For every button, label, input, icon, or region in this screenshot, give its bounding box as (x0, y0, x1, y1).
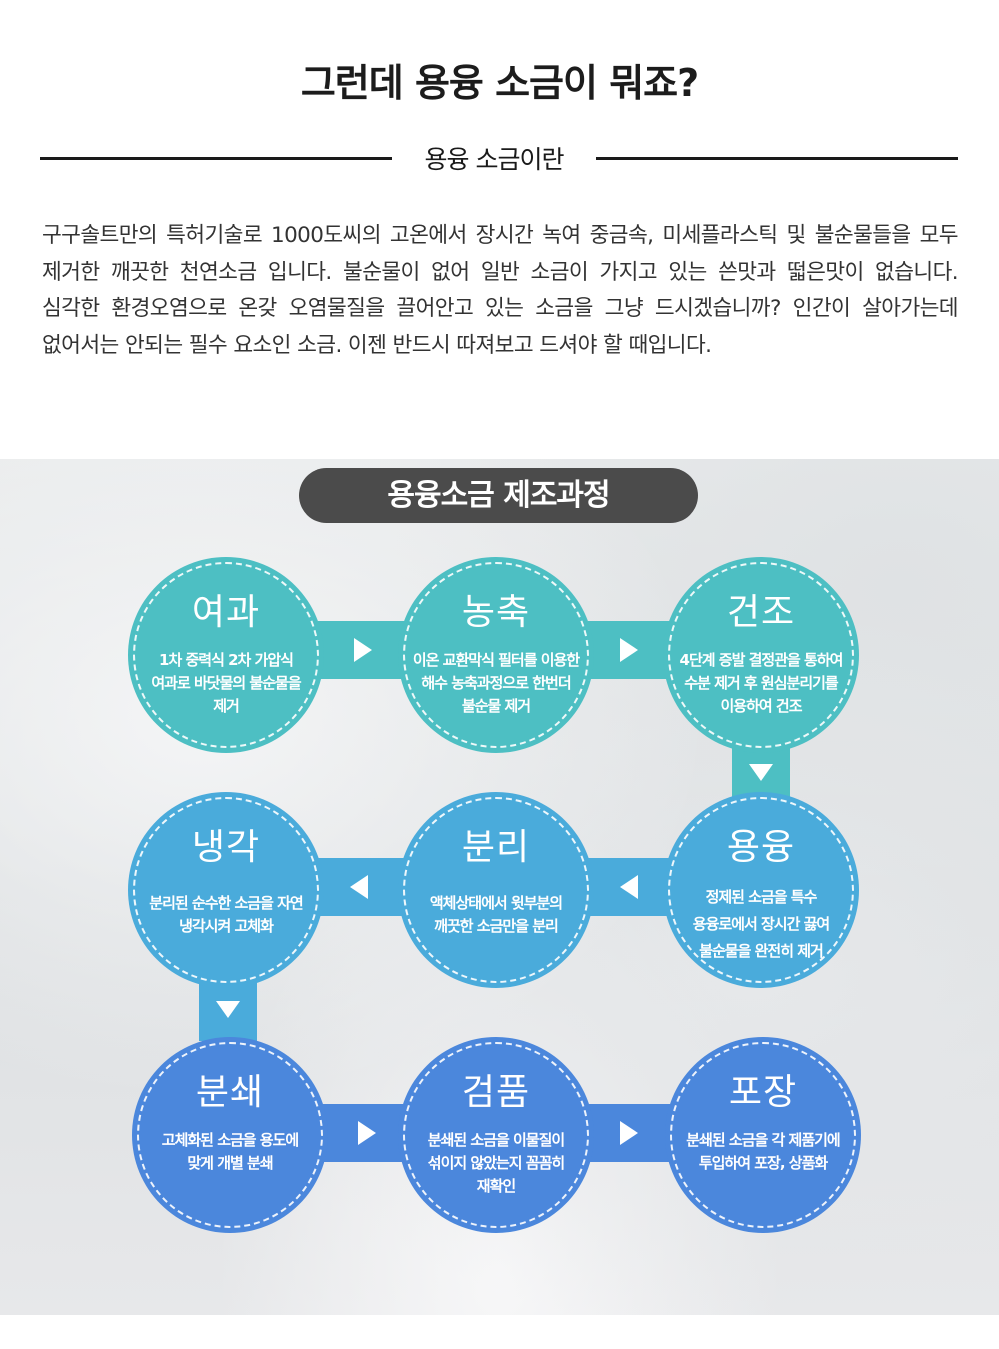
connector-6-7 (199, 981, 257, 1041)
divider-right (596, 157, 958, 160)
section-subtitle: 용융 소금이란 (424, 145, 565, 174)
arrow-left-icon (620, 875, 638, 899)
divider-left (40, 157, 392, 160)
step-filtration: 여과 1차 중력식 2차 가압식 여과로 바닷물의 불순물을 제거 (128, 557, 324, 753)
arrow-right-icon (354, 638, 372, 662)
step-description: 분리된 순수한 소금을 자연 냉각시켜 고체화 (149, 894, 303, 935)
process-section: 용융소금 제조과정 여과 1차 중력식 2차 가압식 여과로 바닷물의 불순물을… (0, 459, 999, 1315)
section-subtitle-row: 용융 소금이란 (40, 140, 958, 176)
connector-1-2 (318, 621, 408, 679)
step-concentration: 농축 이온 교환막식 필터를 이용한 해수 농축과정으로 한번더 불순물 제거 (398, 557, 594, 753)
step-packaging: 포장 분쇄된 소금을 각 제품기에 투입하여 포장, 상품화 (665, 1037, 861, 1233)
arrow-right-icon (358, 1121, 376, 1145)
step-description: 1차 중력식 2차 가압식 여과로 바닷물의 불순물을 제거 (151, 651, 301, 715)
step-cooling: 냉각 분리된 순수한 소금을 자연 냉각시켜 고체화 (128, 792, 324, 988)
connector-2-3 (588, 621, 676, 679)
step-title: 분리 (461, 827, 531, 868)
step-title: 포장 (728, 1072, 798, 1113)
step-title: 농축 (461, 592, 531, 633)
arrow-left-icon (350, 875, 368, 899)
step-crushing: 분쇄 고체화된 소금을 용도에 맞게 개별 분쇄 (132, 1037, 328, 1233)
process-title: 용융소금 제조과정 (299, 468, 698, 523)
description-paragraph: 구구솔트만의 특허기술로 1000도씨의 고온에서 장시간 녹여 중금속, 미세… (42, 223, 959, 358)
arrow-right-icon (620, 638, 638, 662)
step-description: 액체상태에서 윗부분의 깨끗한 소금만을 분리 (429, 894, 563, 935)
connector-8-9 (588, 1104, 676, 1162)
step-description: 이온 교환막식 필터를 이용한 해수 농축과정으로 한번더 불순물 제거 (412, 651, 580, 715)
step-description: 분쇄된 소금을 이물질이 섞이지 않았는지 꼼꼼히 재확인 (427, 1131, 565, 1195)
step-description: 고체화된 소금을 용도에 맞게 개별 분쇄 (161, 1131, 299, 1172)
step-title: 여과 (191, 592, 261, 633)
step-title: 건조 (726, 592, 796, 633)
step-description: 정제된 소금을 특수 용융로에서 장시간 끓여 불순물을 완전히 제거 (692, 888, 830, 960)
step-title: 용융 (726, 827, 796, 868)
step-drying: 건조 4단계 증발 결정관을 통하여 수분 제거 후 원심분리기를 이용하여 건… (663, 557, 859, 753)
connector-7-8 (318, 1104, 408, 1162)
arrow-right-icon (620, 1121, 638, 1145)
connector-4-5 (588, 858, 676, 916)
step-inspection: 검품 분쇄된 소금을 이물질이 섞이지 않았는지 꼼꼼히 재확인 (398, 1037, 594, 1233)
step-separation: 분리 액체상태에서 윗부분의 깨끗한 소금만을 분리 (398, 792, 594, 988)
step-description: 4단계 증발 결정관을 통하여 수분 제거 후 원심분리기를 이용하여 건조 (679, 651, 844, 715)
step-title: 냉각 (191, 827, 261, 868)
step-melting: 용융 정제된 소금을 특수 용융로에서 장시간 끓여 불순물을 완전히 제거 (663, 792, 859, 988)
step-description: 분쇄된 소금을 각 제품기에 투입하여 포장, 상품화 (686, 1131, 840, 1172)
arrow-down-icon (749, 764, 773, 781)
page-title: 그런데 용융 소금이 뭐죠? (300, 61, 699, 105)
connector-5-6 (318, 858, 408, 916)
step-title: 분쇄 (195, 1072, 265, 1113)
step-title: 검품 (461, 1072, 531, 1113)
arrow-down-icon (216, 1001, 240, 1018)
